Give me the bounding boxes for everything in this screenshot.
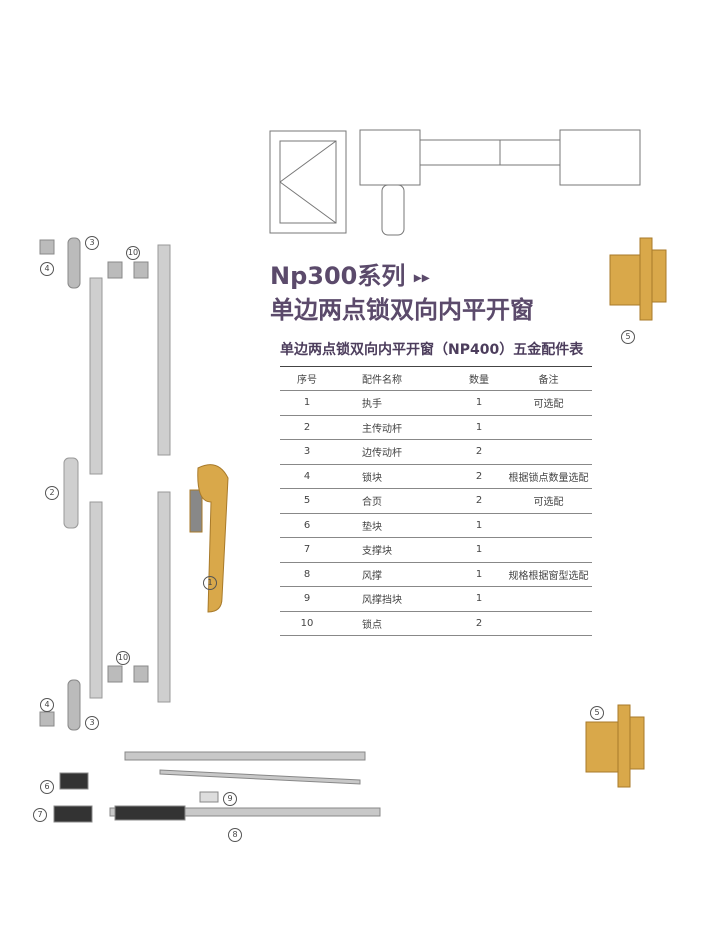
cell-index: 10 — [280, 611, 334, 636]
transmission-rods — [63, 244, 171, 703]
cell-index: 7 — [280, 537, 334, 563]
window-section-diagram — [269, 129, 641, 236]
cell-part-name: 垫块 — [334, 513, 453, 538]
cell-quantity: 2 — [453, 611, 505, 636]
friction-stay — [53, 751, 381, 823]
cell-remarks: 规格根据窗型选配 — [505, 562, 592, 587]
callout-10: 10 — [116, 651, 130, 665]
callout-4: 4 — [40, 698, 54, 712]
cell-index: 4 — [280, 464, 334, 489]
lock-blocks — [39, 237, 149, 731]
cell-quantity: 1 — [453, 586, 505, 612]
cell-index: 1 — [280, 390, 334, 416]
callout-8: 8 — [228, 828, 242, 842]
cell-quantity: 2 — [453, 439, 505, 465]
cell-index: 3 — [280, 439, 334, 465]
hinges — [585, 237, 667, 788]
cell-remarks: 根据锁点数量选配 — [505, 464, 592, 489]
cell-part-name: 锁块 — [334, 464, 453, 489]
cell-index: 8 — [280, 562, 334, 587]
header-index: 序号 — [280, 366, 334, 391]
callout-3: 3 — [85, 236, 99, 250]
header-part-name: 配件名称 — [334, 366, 453, 391]
cell-remarks — [505, 513, 592, 538]
callout-6: 6 — [40, 780, 54, 794]
cell-remarks: 可选配 — [505, 390, 592, 416]
callout-2: 2 — [45, 486, 59, 500]
cell-part-name: 主传动杆 — [334, 415, 453, 440]
cell-remarks: 可选配 — [505, 488, 592, 514]
cell-quantity: 1 — [453, 390, 505, 416]
series-title: Np300系列 ▸▸ — [270, 256, 430, 291]
callout-4: 4 — [40, 262, 54, 276]
cell-remarks — [505, 537, 592, 563]
double-arrow-icon: ▸▸ — [413, 267, 430, 287]
callout-3: 3 — [85, 716, 99, 730]
callout-10: 10 — [126, 246, 140, 260]
cell-part-name: 边传动杆 — [334, 439, 453, 465]
header-remarks: 备注 — [505, 366, 592, 391]
table-header-row: 序号 配件名称 数量 备注 — [280, 366, 592, 391]
cell-quantity: 1 — [453, 562, 505, 587]
handle — [189, 464, 229, 613]
table-caption: 单边两点锁双向内平开窗（NP400）五金配件表 — [280, 342, 584, 358]
cell-quantity: 1 — [453, 513, 505, 538]
cell-index: 5 — [280, 488, 334, 514]
cell-index: 2 — [280, 415, 334, 440]
callout-1: 1 — [203, 576, 217, 590]
callout-7: 7 — [33, 808, 47, 822]
cell-part-name: 锁点 — [334, 611, 453, 636]
cell-part-name: 风撑 — [334, 562, 453, 587]
cell-index: 6 — [280, 513, 334, 538]
series-name: Np300系列 — [270, 262, 406, 290]
cell-quantity: 1 — [453, 415, 505, 440]
cell-remarks — [505, 415, 592, 440]
cell-part-name: 合页 — [334, 488, 453, 514]
cell-quantity: 2 — [453, 488, 505, 514]
product-title: 单边两点锁双向内平开窗 — [270, 296, 534, 324]
cell-part-name: 风撑挡块 — [334, 586, 453, 612]
cell-remarks — [505, 611, 592, 636]
callout-5: 5 — [590, 706, 604, 720]
cell-remarks — [505, 439, 592, 465]
cell-part-name: 执手 — [334, 390, 453, 416]
header-quantity: 数量 — [453, 366, 505, 391]
cell-remarks — [505, 586, 592, 612]
cell-part-name: 支撑块 — [334, 537, 453, 563]
cell-quantity: 1 — [453, 537, 505, 563]
cell-index: 9 — [280, 586, 334, 612]
cell-quantity: 2 — [453, 464, 505, 489]
callout-5: 5 — [621, 330, 635, 344]
callout-9: 9 — [223, 792, 237, 806]
